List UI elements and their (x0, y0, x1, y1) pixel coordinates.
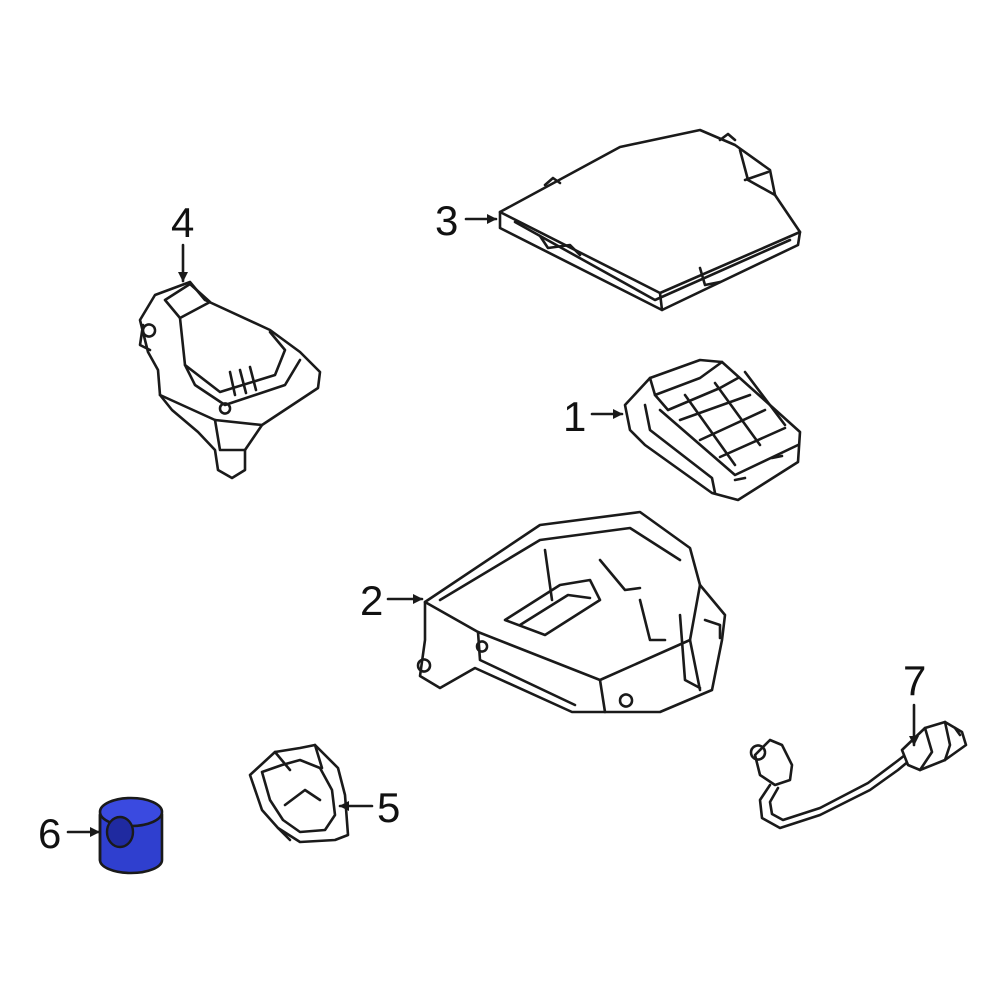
part-5-clip[interactable] (248, 743, 350, 844)
callout-2-label: 2 (360, 577, 384, 624)
callout-1-label: 1 (563, 393, 587, 440)
part-4-sensor-module[interactable] (138, 280, 322, 480)
callout-7-label: 7 (903, 657, 927, 704)
part-7-knock-sensor[interactable] (749, 720, 968, 830)
part-1-ecu-module[interactable] (623, 358, 802, 502)
callout-6-label: 6 (38, 810, 62, 857)
callout-5-label: 5 (377, 784, 401, 831)
part-6-grommet[interactable] (98, 796, 164, 875)
callout-4-label: 4 (171, 199, 195, 246)
callout-3-label: 3 (435, 197, 459, 244)
part-3-ecu-cover[interactable] (498, 128, 802, 312)
part-2-tray[interactable] (416, 510, 727, 714)
